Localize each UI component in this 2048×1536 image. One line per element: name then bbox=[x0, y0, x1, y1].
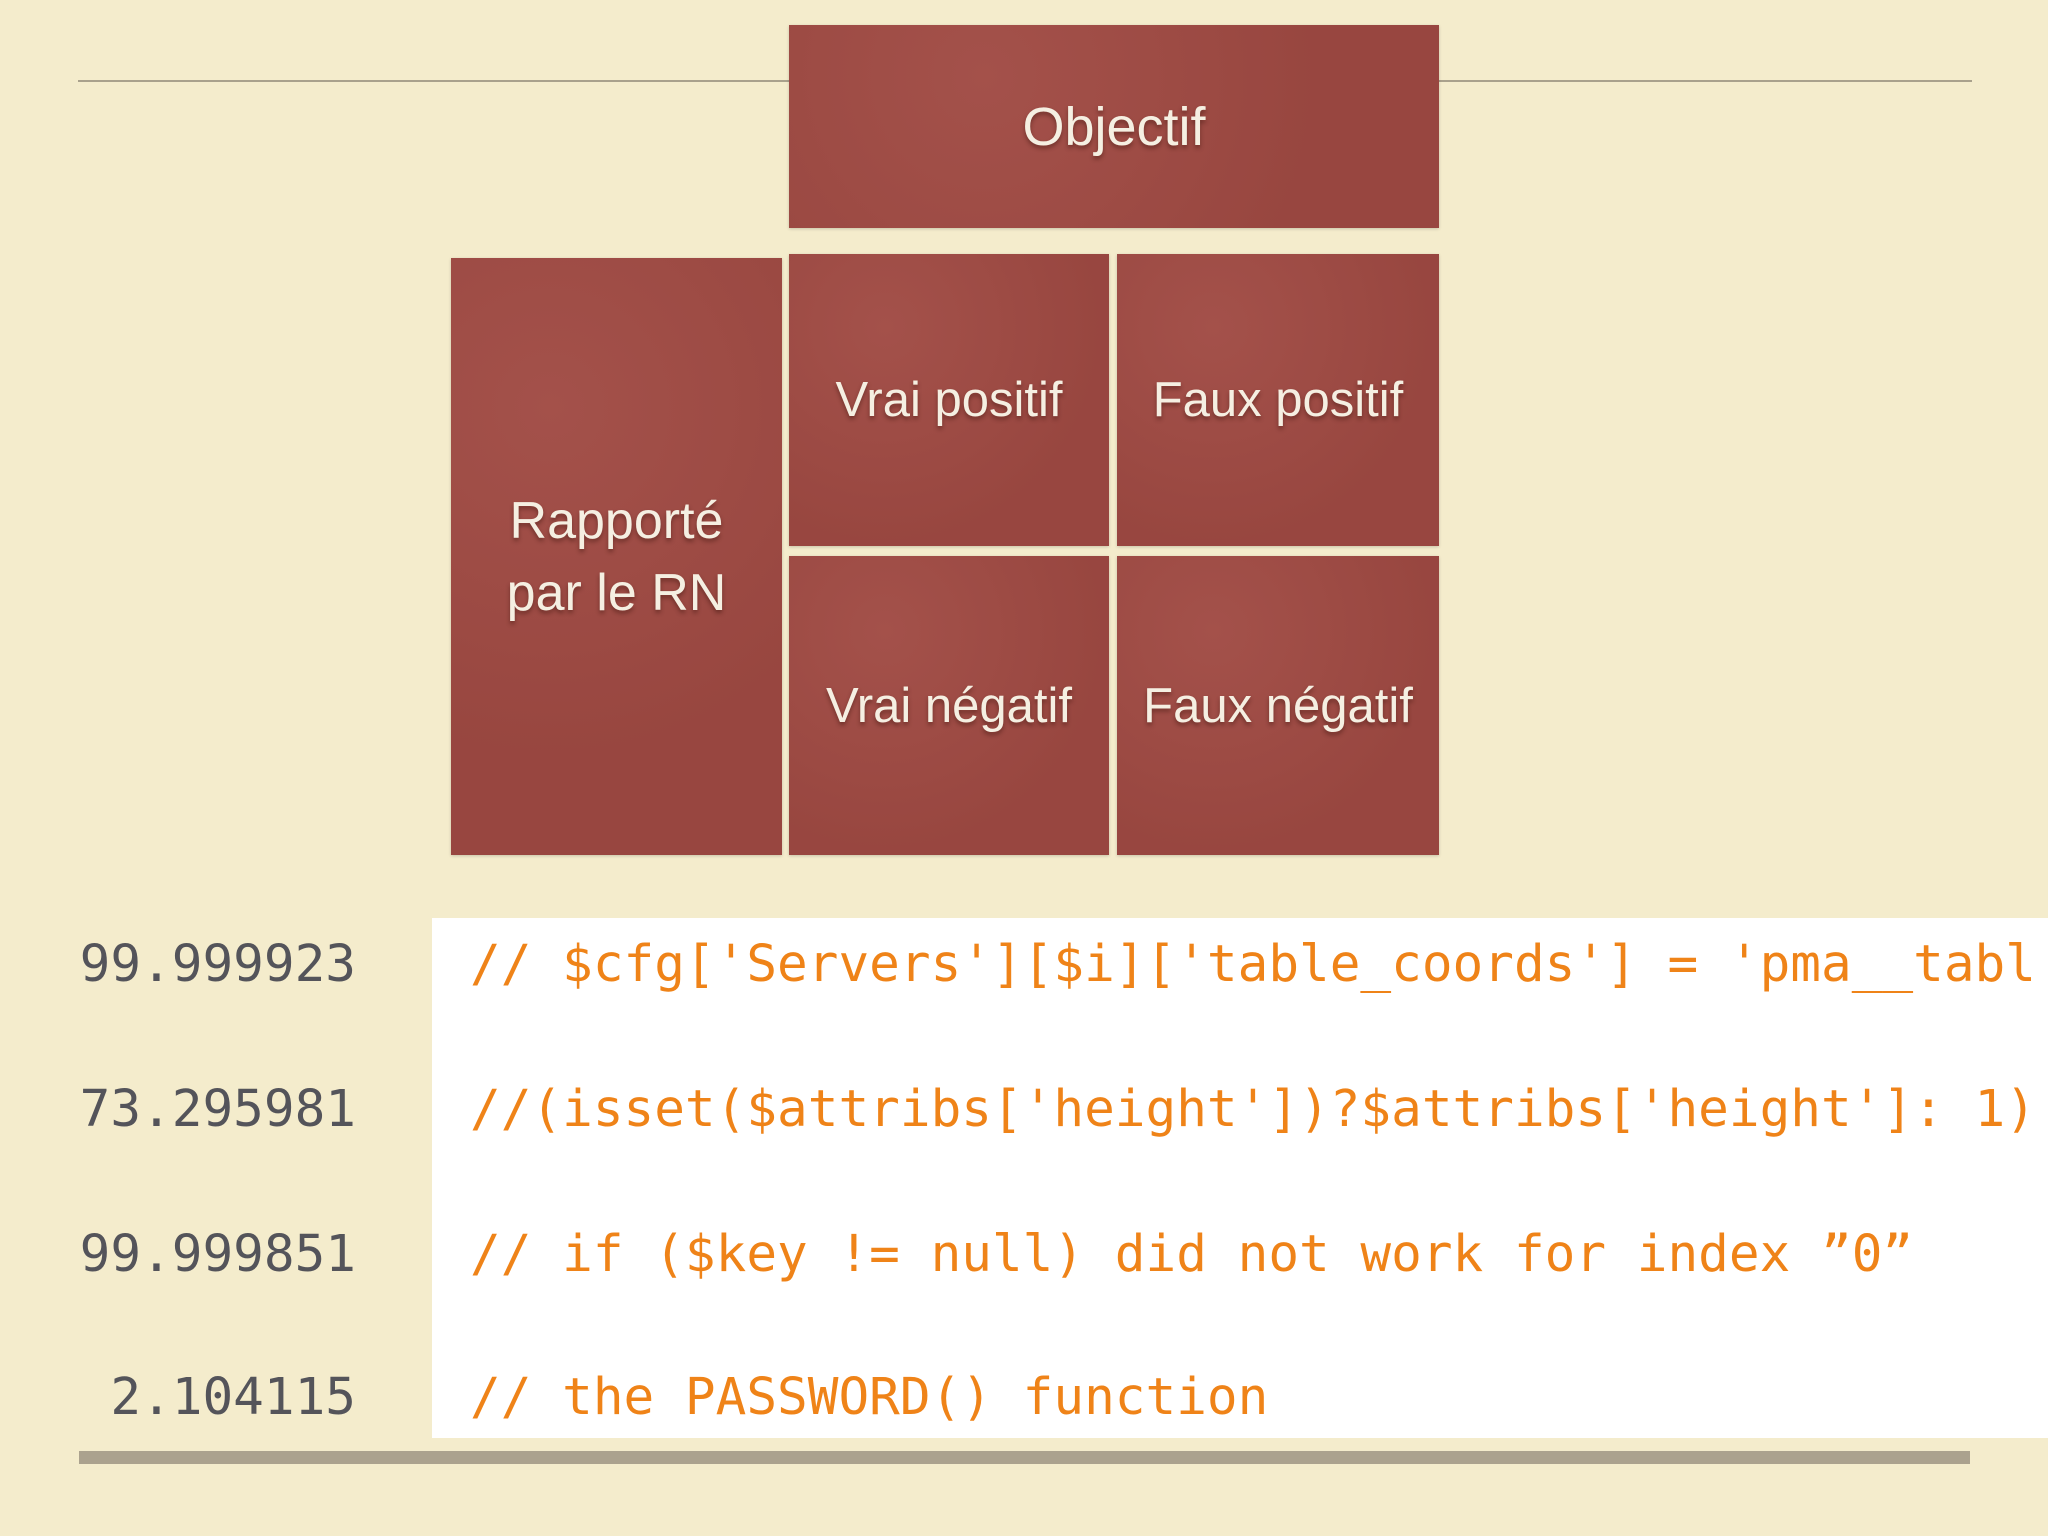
result-row: 2.104115 // the PASSWORD() function bbox=[0, 1368, 2048, 1428]
matrix-cell-faux-positif: Faux positif bbox=[1117, 254, 1439, 546]
matrix-column-header-label: Objectif bbox=[1022, 96, 1206, 157]
matrix-cell-label: Vrai négatif bbox=[825, 678, 1073, 733]
matrix-cell-label: Vrai positif bbox=[835, 373, 1063, 427]
matrix-cell-faux-negatif: Faux négatif bbox=[1117, 556, 1439, 855]
result-code-comment: // the PASSWORD() function bbox=[470, 1368, 1269, 1427]
code-panel-background bbox=[432, 918, 2048, 1438]
result-row: 73.295981 //(isset($attribs['height'])?$… bbox=[0, 1080, 2048, 1140]
result-score: 99.999923 bbox=[79, 935, 356, 994]
matrix-column-header: Objectif bbox=[789, 25, 1439, 228]
result-code-comment: //(isset($attribs['height'])?$attribs['h… bbox=[470, 1080, 2036, 1139]
matrix-row-header: Rapporté par le RN bbox=[451, 258, 782, 855]
matrix-cell-vrai-negatif: Vrai négatif bbox=[789, 556, 1109, 855]
matrix-cell-label: Faux positif bbox=[1152, 373, 1404, 427]
matrix-cell-label: Faux négatif bbox=[1143, 678, 1413, 733]
result-row: 99.999851 // if ($key != null) did not w… bbox=[0, 1225, 2048, 1285]
result-row: 99.999923 // $cfg['Servers'][$i]['table_… bbox=[0, 935, 2048, 995]
result-score: 2.104115 bbox=[110, 1368, 356, 1427]
matrix-row-header-line2: par le RN bbox=[506, 563, 727, 622]
matrix-row-header-line1: Rapporté bbox=[509, 491, 724, 550]
bottom-divider-bar bbox=[79, 1451, 1970, 1464]
matrix-cell-vrai-positif: Vrai positif bbox=[789, 254, 1109, 546]
result-score: 99.999851 bbox=[79, 1225, 356, 1284]
result-code-comment: // if ($key != null) did not work for in… bbox=[470, 1225, 1914, 1284]
result-code-comment: // $cfg['Servers'][$i]['table_coords'] =… bbox=[470, 935, 2036, 994]
result-score: 73.295981 bbox=[79, 1080, 356, 1139]
